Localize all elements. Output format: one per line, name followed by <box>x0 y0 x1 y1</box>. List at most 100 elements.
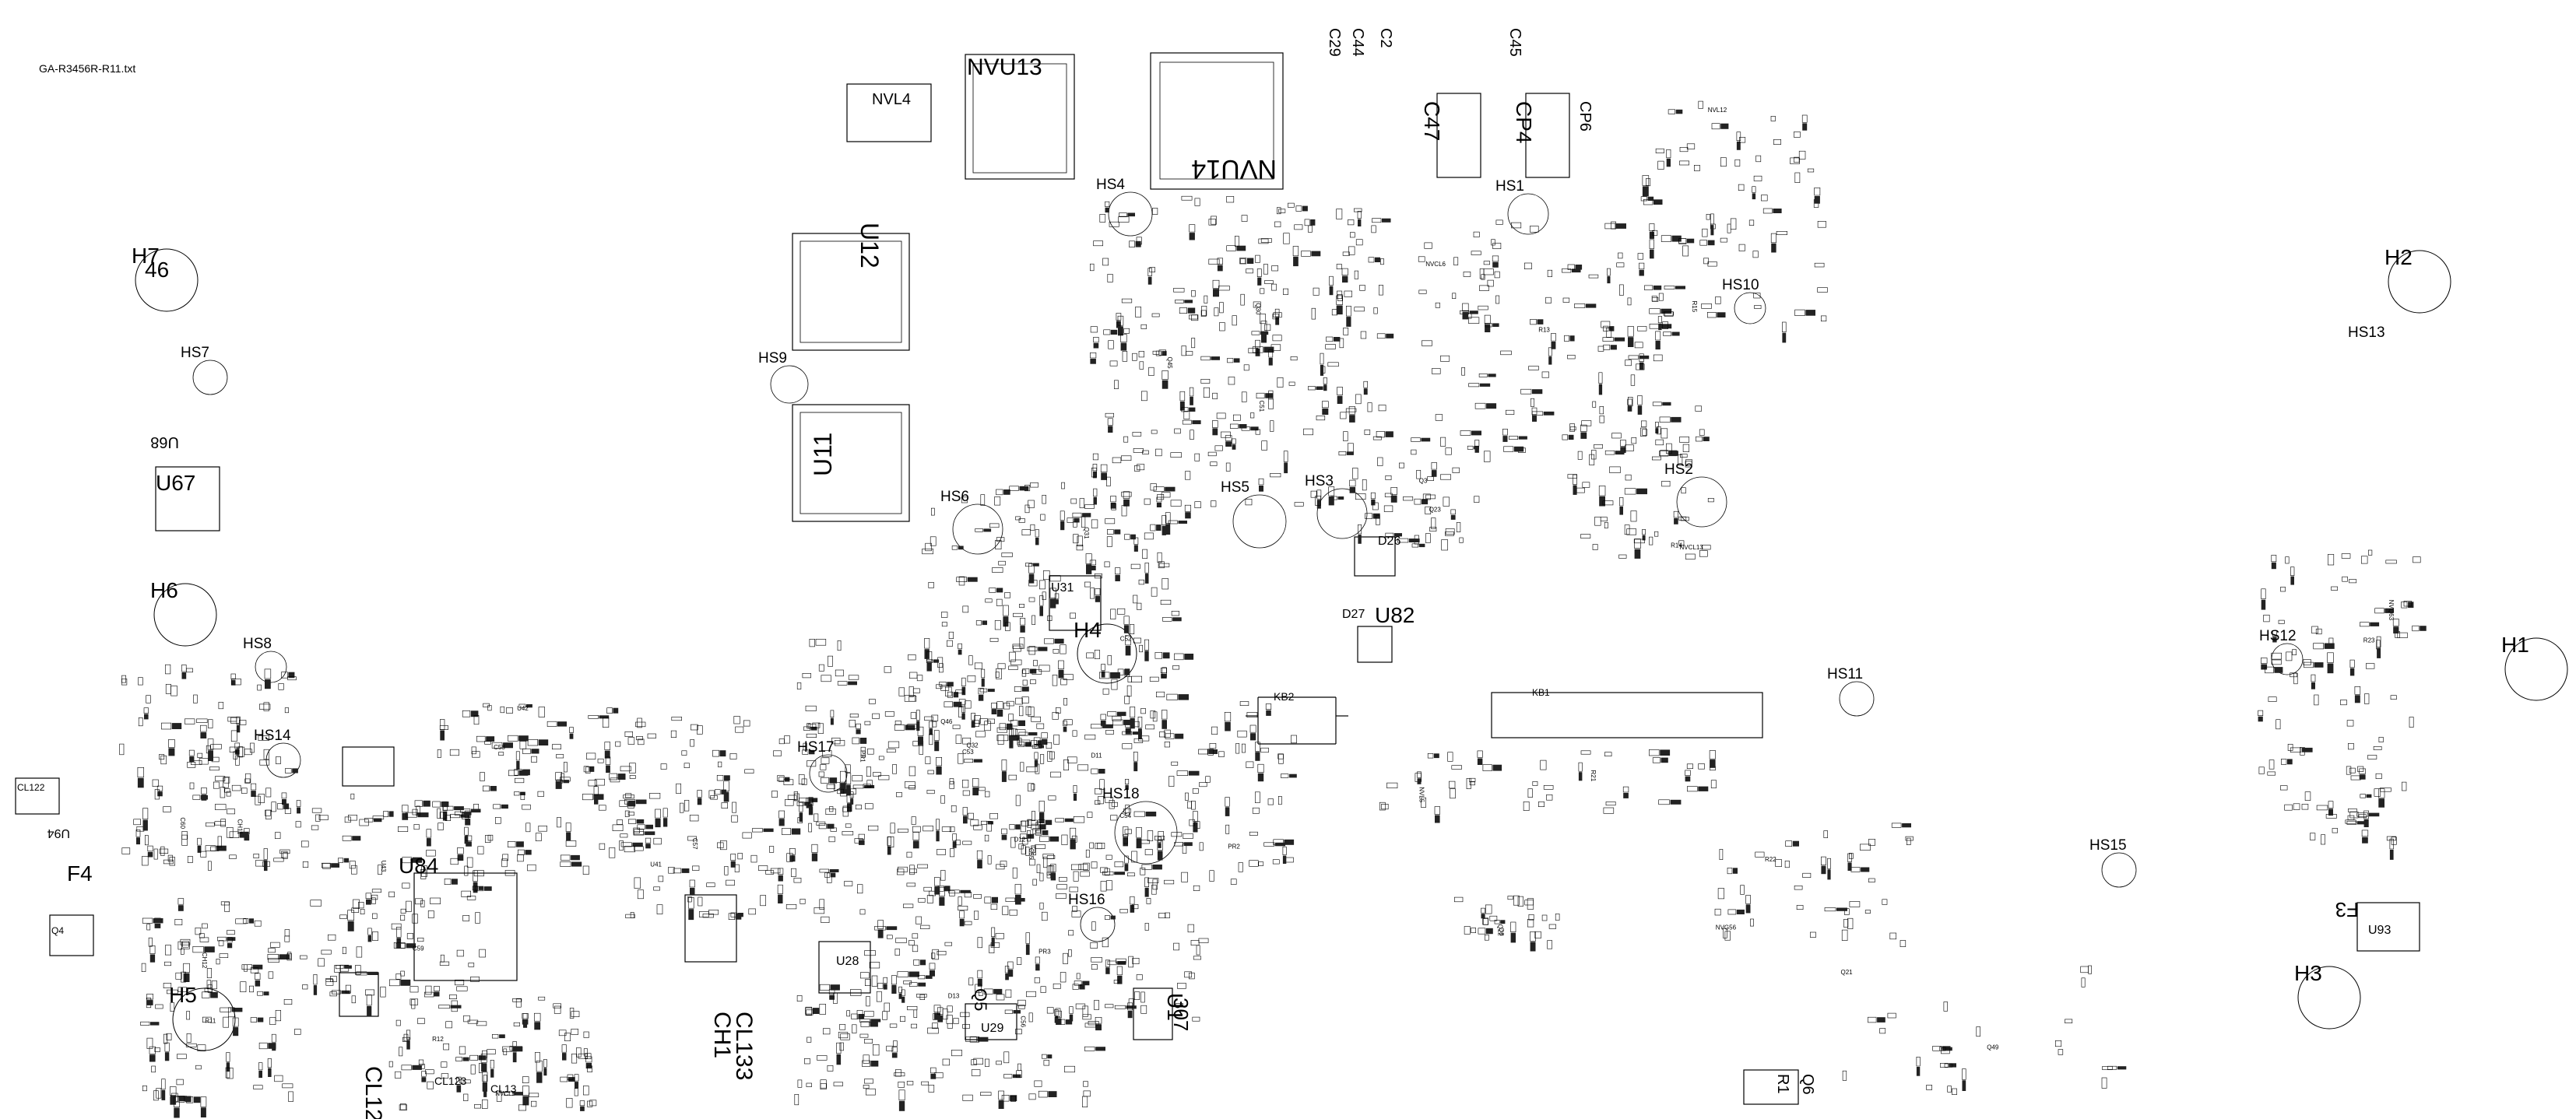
smd-pad <box>858 833 865 840</box>
smd-pad <box>1794 172 1801 183</box>
smd-pad <box>302 861 309 868</box>
smd-pad <box>1052 675 1058 686</box>
smd-pad <box>1021 529 1031 536</box>
smd-pad <box>2413 556 2421 563</box>
smd-pad <box>1730 218 1737 230</box>
smd-pad <box>1015 795 1021 806</box>
smd-pad <box>1125 635 1131 646</box>
smd-pad <box>264 860 268 872</box>
smd-pad <box>1382 218 1391 223</box>
designator-label: NVQ63 <box>2388 600 2395 621</box>
smd-pad <box>1362 479 1367 491</box>
smd-pad <box>1411 543 1418 548</box>
smd-pad <box>475 912 480 924</box>
smd-pad <box>1674 518 1678 524</box>
smd-pad <box>1095 800 1101 805</box>
smd-pad <box>1775 859 1782 867</box>
smd-pad <box>1564 335 1569 342</box>
smd-pad <box>1097 843 1105 849</box>
smd-pad <box>994 496 1001 506</box>
smd-pad <box>1661 235 1671 242</box>
smd-pad <box>1102 258 1109 266</box>
smd-pad <box>984 896 992 903</box>
smd-pad <box>1372 513 1380 519</box>
smd-pad <box>1283 451 1288 462</box>
smd-pad <box>844 789 851 794</box>
smd-pad <box>1469 781 1475 786</box>
smd-pad <box>1159 731 1166 738</box>
smd-pad <box>1173 942 1179 951</box>
smd-pad <box>858 1014 865 1019</box>
smd-pad <box>2267 771 2276 776</box>
smd-pad <box>1471 928 1476 934</box>
smd-pad <box>971 1069 981 1076</box>
smd-pad <box>1467 445 1474 450</box>
smd-pad <box>1056 884 1067 889</box>
smd-pad <box>1253 301 1261 308</box>
smd-pad <box>2360 794 2366 798</box>
smd-pad <box>1849 901 1861 907</box>
smd-pad <box>2367 755 2377 759</box>
smd-pad <box>1301 251 1311 257</box>
smd-pad <box>1358 219 1362 226</box>
component-label: C29 <box>1326 28 1343 57</box>
smd-pad <box>263 848 268 860</box>
smd-pad <box>406 1030 411 1040</box>
smd-pad <box>1295 205 1302 212</box>
smd-pad <box>2403 600 2412 607</box>
smd-pad <box>437 749 441 758</box>
smd-pad <box>258 1062 263 1071</box>
smd-pad <box>499 1034 505 1039</box>
smd-pad <box>1100 881 1107 892</box>
smd-pad <box>1043 570 1050 581</box>
smd-pad <box>934 741 940 752</box>
smd-pad <box>1626 528 1636 535</box>
smd-pad <box>809 749 815 755</box>
smd-pad <box>1513 895 1520 906</box>
smd-pad <box>842 807 852 812</box>
smd-pad <box>870 1061 879 1067</box>
smd-pad <box>181 665 187 672</box>
mounting-hole-label: H7 <box>132 244 160 268</box>
smd-pad <box>624 731 634 737</box>
smd-pad <box>1916 1057 1921 1067</box>
smd-pad <box>208 719 213 728</box>
smd-pad <box>1469 310 1478 314</box>
smd-pad <box>2272 630 2277 637</box>
smd-pad <box>2420 626 2427 631</box>
smd-pad <box>1506 409 1515 415</box>
mounting-hole <box>153 583 217 647</box>
smd-pad <box>649 792 661 799</box>
smd-pad <box>1383 505 1393 512</box>
smd-pad <box>502 854 508 861</box>
smd-pad <box>1445 531 1454 536</box>
smd-pad <box>1417 771 1422 778</box>
smd-pad <box>915 916 922 924</box>
smd-pad <box>1178 521 1187 524</box>
smd-pad <box>1474 447 1479 453</box>
smd-pad <box>1116 966 1123 976</box>
smd-pad <box>807 724 817 728</box>
smd-pad <box>1020 820 1026 833</box>
smd-pad <box>1907 837 1911 845</box>
smd-pad <box>571 861 582 867</box>
smd-pad <box>1868 839 1875 846</box>
smd-pad <box>531 756 537 763</box>
chip-outline-u82 <box>339 972 379 1017</box>
smd-pad <box>589 1100 597 1107</box>
smd-pad <box>939 681 947 687</box>
smd-pad <box>136 837 140 845</box>
smd-pad <box>974 910 979 920</box>
smd-pad <box>1385 475 1392 480</box>
smd-pad <box>1592 401 1597 408</box>
smd-pad <box>689 879 695 888</box>
smd-pad <box>2102 1066 2113 1071</box>
smd-pad <box>1585 303 1597 308</box>
smd-pad <box>388 979 400 987</box>
smd-pad <box>1399 462 1404 468</box>
smd-pad <box>1189 314 1198 320</box>
smd-pad <box>227 717 237 722</box>
smd-pad <box>1264 280 1274 284</box>
connector-kb2 <box>1257 696 1337 745</box>
smd-pad <box>512 1047 523 1052</box>
